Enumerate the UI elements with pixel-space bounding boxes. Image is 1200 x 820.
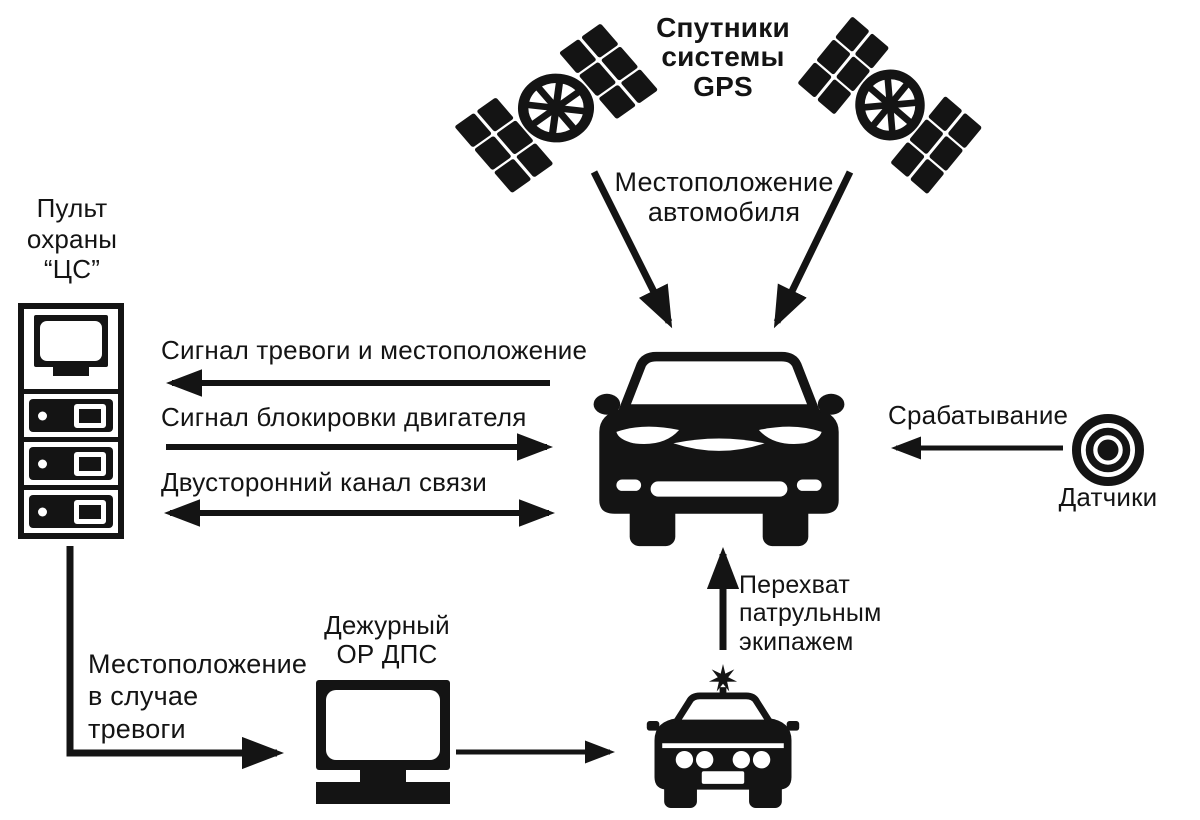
arrow-gps-right-to-car — [773, 170, 854, 329]
patrol-car-icon — [646, 663, 800, 809]
satellite-dish — [518, 73, 594, 143]
monitor-screen — [326, 690, 440, 760]
edge-label-trigger: Срабатывание — [888, 400, 1069, 430]
car-body — [593, 351, 845, 547]
arrow-gps-left-to-car — [590, 170, 673, 329]
satellite-dish — [855, 69, 925, 141]
power-led — [38, 507, 47, 516]
car-front-icon — [593, 351, 845, 547]
drive-door — [74, 499, 106, 524]
monitor-base — [316, 782, 450, 804]
patrol-car-front-details — [662, 743, 784, 784]
crt-stand — [53, 367, 89, 376]
car-front-details — [616, 426, 822, 497]
console-rack-unit — [24, 485, 118, 533]
edge-label-location-on-alarm: Местоположение в случае тревоги — [88, 649, 308, 744]
edge-label-duplex: Двусторонний канал связи — [161, 467, 488, 497]
solar-panels — [455, 24, 658, 193]
sensors-label: Датчики — [1058, 482, 1158, 512]
console-rack-unit — [24, 389, 118, 437]
beacon-star — [708, 663, 738, 692]
duty-officer-label: Дежурный ОР ДПС — [324, 610, 450, 669]
edge-label-intercept: Перехват патрульным экипажем — [739, 571, 882, 656]
patrol-car-body — [646, 663, 800, 809]
drive-door — [74, 451, 106, 476]
edge-label-engine-block: Сигнал блокировки двигателя — [161, 402, 527, 432]
solar-panels — [798, 17, 982, 194]
gps-satellites-label: Спутники системы GPS — [656, 12, 790, 102]
drive-door — [74, 403, 106, 428]
edge-label-gps-to-car: Местоположение автомобиля — [614, 167, 834, 227]
edge-label-alarm: Сигнал тревоги и местоположение — [161, 335, 588, 365]
console-rack-unit — [24, 437, 118, 485]
arrow-console-to-duty — [66, 546, 284, 770]
power-led — [38, 459, 47, 468]
security-console-icon — [18, 303, 124, 539]
monitor-frame — [316, 680, 450, 770]
monitor-stand — [360, 770, 406, 782]
gps-satellite-icon — [798, 17, 982, 194]
console-label: Пульт охраны “ЦС” — [26, 193, 118, 285]
sensor-target-icon — [1072, 414, 1144, 486]
console-crt-monitor — [24, 309, 118, 389]
crt-frame — [34, 315, 108, 367]
crt-screen — [40, 321, 102, 361]
power-led — [38, 411, 47, 420]
gps-satellite-icon — [455, 24, 658, 193]
crt-monitor-icon — [316, 680, 450, 804]
